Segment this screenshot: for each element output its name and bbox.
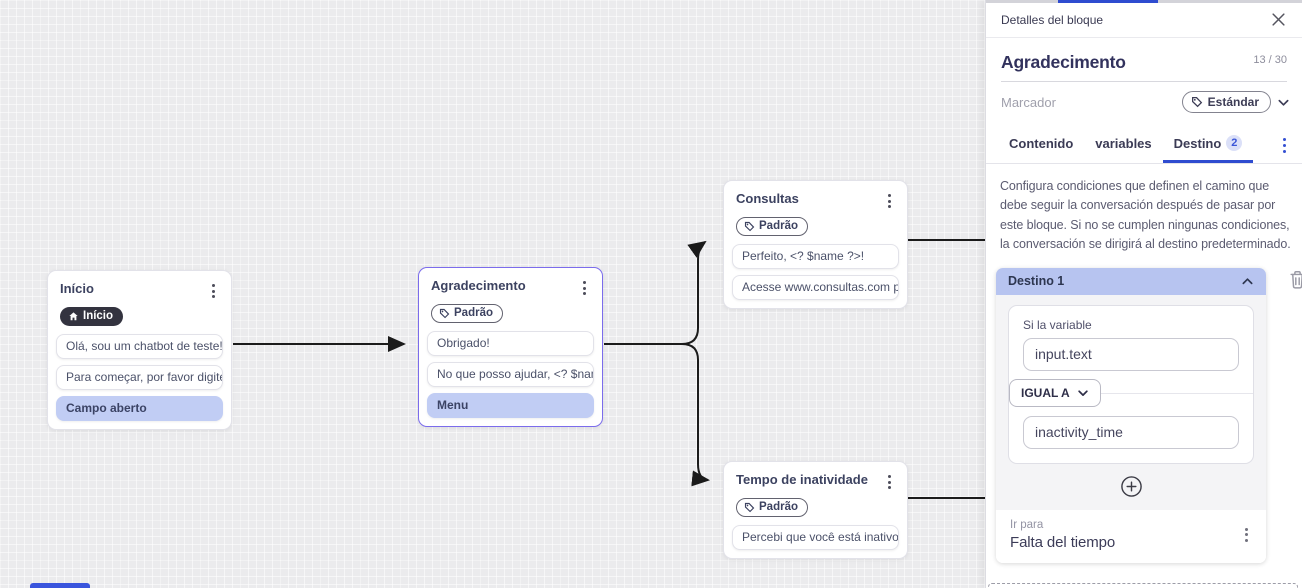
node-tempo-inatividade[interactable]: Tempo de inatividade Padrão Percebi que … [723, 461, 908, 559]
goto-label: Ir para [1010, 518, 1044, 531]
destination-description: Configura condiciones que definen el cam… [1000, 179, 1291, 252]
tab-contenido[interactable]: Contenido [1009, 136, 1074, 151]
node-title: Consultas [736, 191, 799, 206]
message-item[interactable]: No que posso ajudar, <? $name ... [427, 362, 594, 387]
edge-agradecimento-consultas [604, 240, 707, 345]
block-details-panel: Detalles del bloque Agradecimento 13 / 3… [985, 0, 1302, 588]
menu-item[interactable]: Menu [427, 393, 594, 418]
destination-card-header[interactable]: Destino 1 [996, 267, 1266, 295]
char-counter: 13 / 30 [1253, 54, 1287, 66]
chevron-down-icon [1077, 387, 1089, 399]
padrao-badge: Padrão [736, 498, 808, 517]
message-item[interactable]: Acesse www.consultas.com par... [732, 275, 899, 300]
node-menu-icon[interactable] [579, 278, 590, 298]
padrao-badge: Padrão [736, 217, 808, 236]
node-header: Agradecimento [427, 276, 594, 298]
tag-icon [1191, 96, 1203, 108]
goto-menu-icon[interactable] [1241, 525, 1252, 545]
close-icon[interactable] [1269, 10, 1288, 29]
tag-icon [744, 502, 755, 513]
padrao-badge: Padrão [431, 304, 503, 323]
tab-destino[interactable]: Destino 2 [1162, 129, 1254, 163]
message-item[interactable]: Para começar, por favor digite o ... [56, 365, 223, 390]
edge-agradecimento-tempo [604, 343, 710, 487]
message-item[interactable]: Obrigado! [427, 331, 594, 356]
node-menu-icon[interactable] [884, 191, 895, 211]
title-divider [1001, 81, 1287, 82]
compare-value-input[interactable] [1023, 415, 1239, 449]
operator-divider [1009, 392, 1253, 394]
node-title: Início [60, 281, 94, 296]
tab-variables[interactable]: variables [1095, 136, 1152, 151]
home-icon [68, 311, 79, 322]
chevron-down-icon[interactable] [1275, 94, 1292, 111]
goto-row[interactable]: Ir para Falta del tiempo [996, 509, 1266, 563]
node-title: Tempo de inatividade [736, 472, 868, 487]
condition-card: Si la variable IGUAL A [1008, 304, 1254, 464]
tag-icon [744, 221, 755, 232]
panel-tabs: Contenido variables Destino 2 [986, 121, 1302, 164]
node-title: Agradecimento [431, 278, 526, 293]
message-item[interactable]: Perfeito, <? $name ?>! [732, 244, 899, 269]
variable-input[interactable] [1023, 337, 1239, 371]
node-agradecimento[interactable]: Agradecimento Padrão Obrigado! No que po… [418, 267, 603, 427]
marker-select[interactable]: Estándar [1181, 91, 1271, 113]
panel-top-active-indicator [1058, 0, 1158, 3]
destino-count-badge: 2 [1226, 135, 1243, 151]
destination-title: Destino 1 [1008, 274, 1065, 288]
bottom-toolbar-edge [30, 583, 90, 588]
chevron-up-icon[interactable] [1241, 275, 1254, 288]
marker-label: Marcador [1001, 94, 1056, 110]
add-destination-button[interactable]: Agregar destino [988, 582, 1298, 588]
node-header: Tempo de inatividade [732, 470, 899, 492]
node-header: Início [56, 279, 223, 301]
panel-title: Detalles del bloque [1001, 12, 1104, 27]
message-item[interactable]: Percebi que você está inativo. C... [732, 525, 899, 550]
block-name[interactable]: Agradecimento [1001, 52, 1126, 72]
node-inicio[interactable]: Início Início Olá, sou um chatbot de tes… [47, 270, 232, 430]
node-menu-icon[interactable] [208, 281, 219, 301]
tabs-menu-icon[interactable] [1277, 134, 1293, 164]
trash-icon[interactable] [1289, 270, 1302, 289]
tag-icon [439, 308, 450, 319]
condition-label: Si la variable [1023, 317, 1092, 332]
node-menu-icon[interactable] [884, 472, 895, 492]
goto-value: Falta del tiempo [1010, 533, 1116, 551]
message-item[interactable]: Olá, sou um chatbot de teste! [56, 334, 223, 359]
node-header: Consultas [732, 189, 899, 211]
destination-card: Destino 1 Si la variable IGUAL A [996, 267, 1266, 563]
add-condition-icon[interactable] [1120, 475, 1143, 498]
operator-select[interactable]: IGUAL A [1009, 378, 1101, 407]
node-consultas[interactable]: Consultas Padrão Perfeito, <? $name ?>! … [723, 180, 908, 309]
open-field-item[interactable]: Campo aberto [56, 396, 223, 421]
inicio-badge: Início [60, 307, 124, 326]
panel-top-strip [986, 0, 1302, 3]
